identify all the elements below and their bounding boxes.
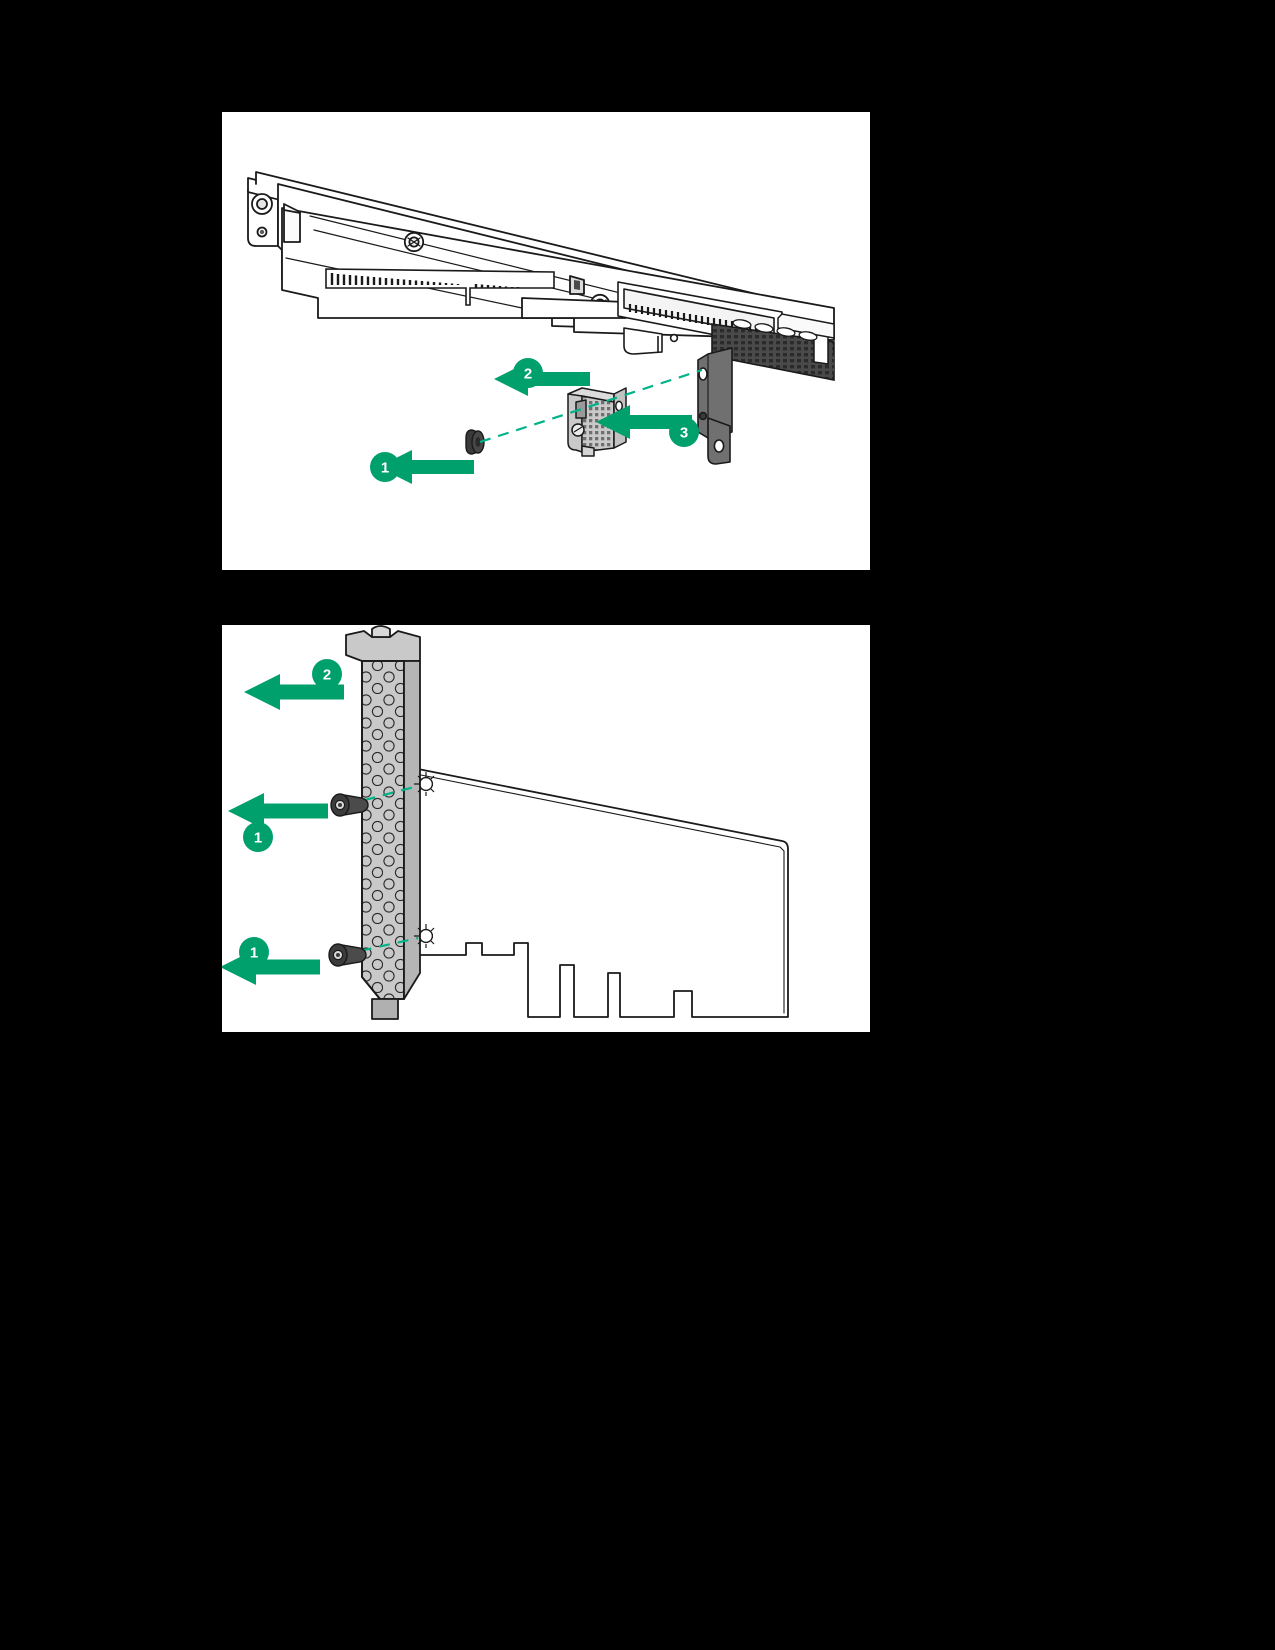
riser-edge-connector [325, 268, 555, 306]
screw-hole-top [414, 772, 435, 796]
rear-mesh-panel [711, 313, 835, 381]
screw-bottom [328, 943, 367, 967]
callout-badge-1-bottom-label: 1 [250, 945, 258, 962]
callout-badge-1: 1 [370, 452, 400, 482]
figure-riser-cage-removal: 1 2 3 [222, 112, 870, 570]
rear-bracket [697, 347, 733, 465]
callout-badge-3: 3 [669, 417, 699, 447]
card-guide-hook [623, 327, 679, 355]
alignment-leader-lines [341, 784, 419, 957]
callout-badge-1-label: 1 [381, 460, 389, 477]
callout-badge-2-label: 2 [323, 667, 331, 684]
motion-arrows [222, 674, 344, 985]
figure-expansion-board-bracket-removal: 2 1 1 [222, 625, 870, 1032]
callout-badge-1-top-label: 1 [254, 830, 262, 847]
screw-hole-bottom [414, 924, 435, 948]
slot-bracket [345, 625, 421, 1020]
expansion-board [417, 768, 789, 1018]
thumbscrew [465, 429, 485, 455]
callout-badge-1-top: 1 [243, 822, 273, 852]
callout-badge-3-label: 3 [680, 425, 688, 442]
callout-badge-2: 2 [312, 659, 342, 689]
callout-badge-1-bottom: 1 [239, 937, 269, 967]
callout-badge-2-label: 2 [524, 366, 532, 383]
alignment-leader-line [479, 368, 703, 444]
screw-top [330, 793, 369, 817]
callout-badge-2: 2 [513, 358, 543, 388]
